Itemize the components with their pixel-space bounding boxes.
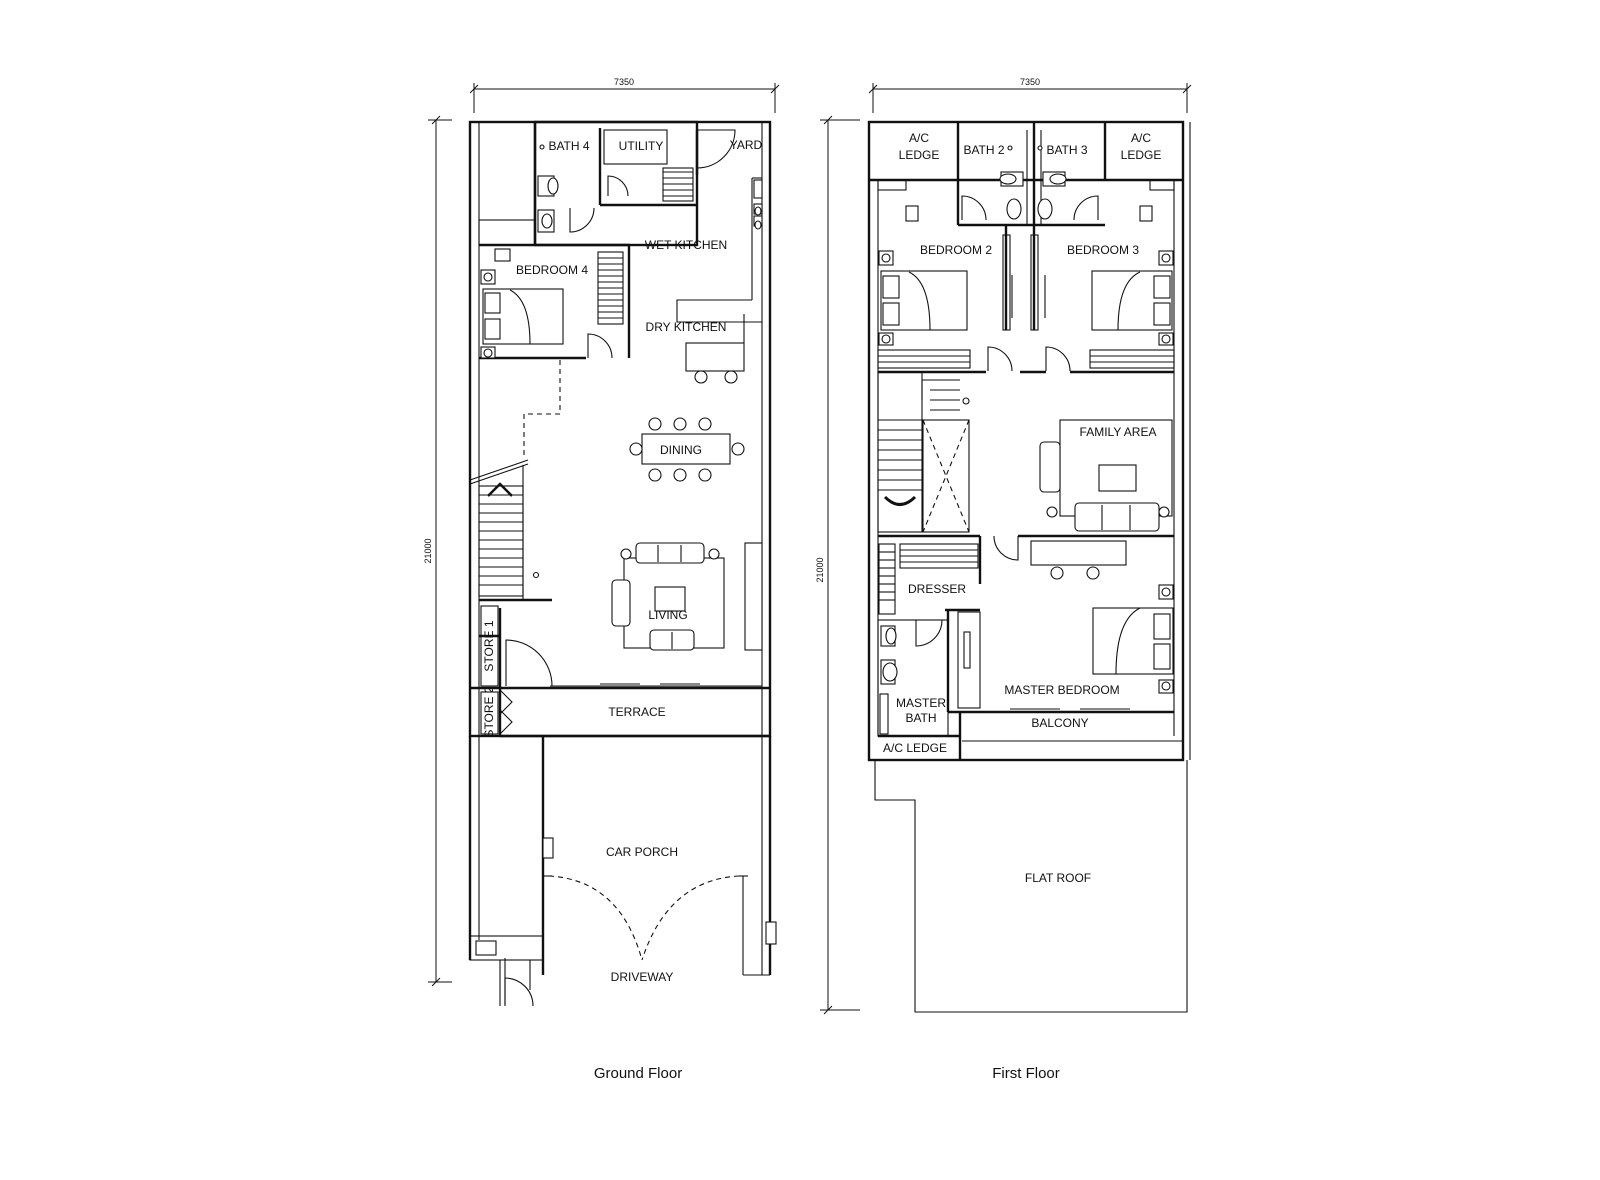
label-ac-ledge-left: A/C — [909, 131, 929, 145]
ground-living-set — [611, 542, 763, 651]
first-master-suite — [877, 534, 1183, 760]
label-bath-3: BATH 3 — [1046, 143, 1087, 157]
label-yard: YARD — [730, 138, 763, 152]
ground-staircase — [469, 459, 552, 602]
label-living: LIVING — [648, 608, 687, 622]
ground-floor-caption: Ground Floor — [594, 1065, 682, 1082]
label-bath-4: BATH 4 — [548, 139, 589, 153]
label-bedroom-3: BEDROOM 3 — [1067, 243, 1139, 257]
label-bedroom-2: BEDROOM 2 — [920, 243, 992, 257]
label-car-porch: CAR PORCH — [606, 845, 678, 859]
first-family-area — [1039, 419, 1173, 532]
label-ac-ledge-right: A/C — [1131, 131, 1151, 145]
label-store-1: STORE 1 — [482, 620, 496, 671]
label-flat-roof: FLAT ROOF — [1025, 871, 1091, 885]
first-bedroom-2 — [877, 225, 1013, 372]
ground-stores-terrace — [470, 605, 770, 738]
label-balcony: BALCONY — [1031, 716, 1088, 730]
label-store-2: STORE 2 — [482, 686, 496, 737]
label-master-bedroom: MASTER BEDROOM — [1004, 683, 1119, 697]
first-floor-plan: 7350 21000 — [815, 77, 1192, 1082]
label-driveway: DRIVEWAY — [611, 970, 674, 984]
first-exterior-walls — [867, 120, 1191, 1013]
label-bedroom-4: BEDROOM 4 — [516, 263, 588, 277]
ground-dining-set — [629, 417, 745, 482]
label-ac-ledge-right-2: LEDGE — [1121, 148, 1162, 162]
first-staircase-void — [877, 371, 980, 538]
first-bedroom-3 — [878, 225, 1175, 374]
ground-car-porch — [469, 736, 777, 1007]
ground-floor-plan: 7350 21000 — [423, 77, 780, 1082]
label-wet-kitchen: WET KITCHEN — [645, 238, 727, 252]
label-family-area: FAMILY AREA — [1080, 425, 1157, 439]
first-width-label: 7350 — [1020, 77, 1040, 87]
label-master-bath: MASTER — [896, 696, 946, 710]
label-bath-2: BATH 2 — [963, 143, 1004, 157]
label-dry-kitchen: DRY KITCHEN — [646, 320, 727, 334]
ground-depth-dimension: 21000 — [423, 115, 452, 987]
first-back-rooms — [877, 122, 1175, 227]
label-terrace: TERRACE — [608, 705, 665, 719]
first-width-dimension: 7350 — [868, 77, 1192, 113]
first-depth-label: 21000 — [815, 557, 825, 582]
label-dresser: DRESSER — [908, 582, 966, 596]
label-ac-ledge-bottom: A/C LEDGE — [883, 741, 947, 755]
first-floor-caption: First Floor — [992, 1065, 1060, 1082]
ground-width-label: 7350 — [614, 77, 634, 87]
first-depth-dimension: 21000 — [815, 115, 860, 1015]
label-ac-ledge-left-2: LEDGE — [899, 148, 940, 162]
label-dining: DINING — [660, 443, 702, 457]
label-utility: UTILITY — [619, 139, 664, 153]
ground-depth-label: 21000 — [423, 538, 433, 563]
ground-kitchen-counters — [676, 177, 763, 384]
ground-width-dimension: 7350 — [469, 77, 780, 113]
label-master-bath-2: BATH — [905, 711, 936, 725]
ground-bedroom-4 — [478, 219, 631, 455]
